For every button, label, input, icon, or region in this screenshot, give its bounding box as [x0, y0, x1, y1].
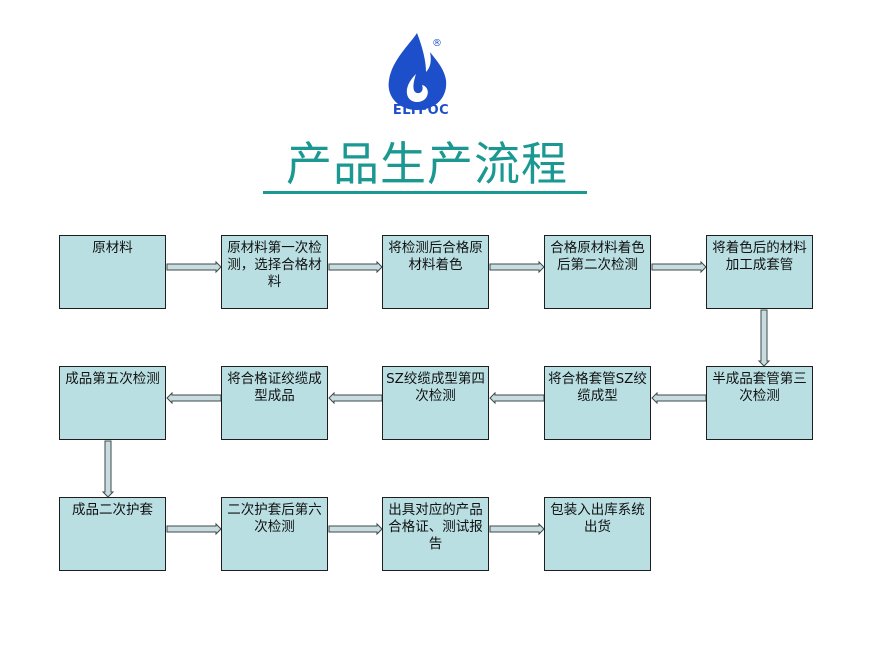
arrow-2-to-3: [328, 260, 383, 274]
process-step-label: 成品第五次检测: [65, 371, 160, 387]
arrow-8-to-9: [328, 391, 383, 405]
process-step-4: 合格原材料着色后第二次检测: [544, 235, 651, 309]
process-step-label: 出具对应的产品合格证、测试报告: [388, 502, 483, 552]
process-step-label: 包装入出库系统出货: [550, 502, 645, 535]
arrow-10-to-11: [101, 440, 115, 498]
title-underline: [263, 191, 587, 194]
process-step-9: 将合格证绞缆成型成品: [221, 366, 328, 440]
process-step-label: 将合格套管SZ绞缆成型: [548, 371, 647, 404]
process-step-label: 将合格证绞缆成型成品: [227, 371, 322, 404]
process-step-label: 原材料第一次检测，选择合格材料: [227, 240, 322, 290]
brand-name: ELTFOC: [392, 103, 450, 118]
flame-drop-icon: [388, 33, 447, 110]
process-step-label: 半成品套管第三次检测: [712, 371, 807, 404]
flame-inner-icon: [406, 74, 428, 103]
process-step-label: 成品二次护套: [72, 502, 153, 518]
process-step-8: SZ绞缆成型第四次检测: [382, 366, 489, 440]
process-step-14: 包装入出库系统出货: [544, 497, 651, 571]
process-step-13: 出具对应的产品合格证、测试报告: [382, 497, 489, 571]
arrow-11-to-12: [166, 522, 222, 536]
process-step-1: 原材料: [59, 235, 166, 309]
eltfoc-logo-icon: ®: [388, 33, 447, 110]
process-step-2: 原材料第一次检测，选择合格材料: [221, 235, 328, 309]
process-step-6: 半成品套管第三次检测: [706, 366, 813, 440]
arrow-5-to-6: [757, 309, 771, 367]
process-step-7: 将合格套管SZ绞缆成型: [544, 366, 651, 440]
process-step-11: 成品二次护套: [59, 497, 166, 571]
process-step-label: SZ绞缆成型第四次检测: [386, 371, 485, 404]
process-step-label: 将检测后合格原材料着色: [388, 240, 483, 273]
registered-mark: ®: [432, 38, 442, 49]
process-step-label: 二次护套后第六次检测: [227, 502, 322, 535]
process-step-10: 成品第五次检测: [59, 366, 166, 440]
arrow-13-to-14: [489, 522, 545, 536]
process-step-3: 将检测后合格原材料着色: [382, 235, 489, 309]
arrow-3-to-4: [489, 260, 545, 274]
arrow-6-to-7: [651, 391, 707, 405]
process-step-12: 二次护套后第六次检测: [221, 497, 328, 571]
arrow-1-to-2: [166, 260, 222, 274]
arrow-4-to-5: [651, 260, 707, 274]
page-title: 产品生产流程: [286, 137, 568, 191]
arrow-7-to-8: [489, 391, 545, 405]
arrow-9-to-10: [166, 391, 222, 405]
arrow-12-to-13: [328, 522, 383, 536]
process-step-label: 合格原材料着色后第二次检测: [550, 240, 645, 273]
process-step-label: 原材料: [92, 240, 133, 256]
process-step-label: 将着色后的材料加工成套管: [712, 240, 807, 273]
process-step-5: 将着色后的材料加工成套管: [706, 235, 813, 309]
